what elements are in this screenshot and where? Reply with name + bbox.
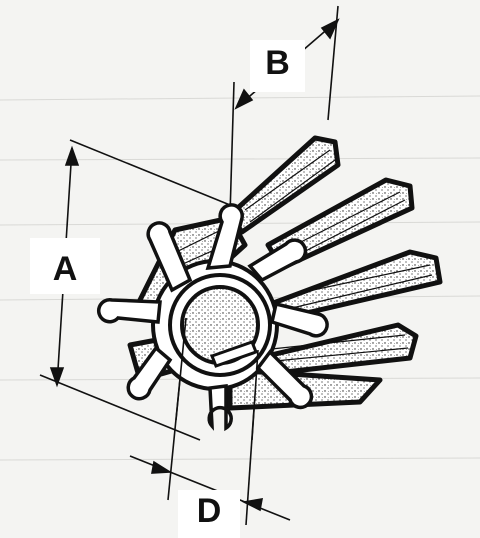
dimension-d-overlay [175,317,259,441]
dimension-label-b: B [250,40,305,92]
dimension-lines [39,5,340,526]
strip-ribs [159,149,433,363]
dimension-label-a: A [30,238,100,294]
hub [168,273,272,377]
front-vanes [96,203,329,432]
dimension-label-d: D [178,490,240,538]
